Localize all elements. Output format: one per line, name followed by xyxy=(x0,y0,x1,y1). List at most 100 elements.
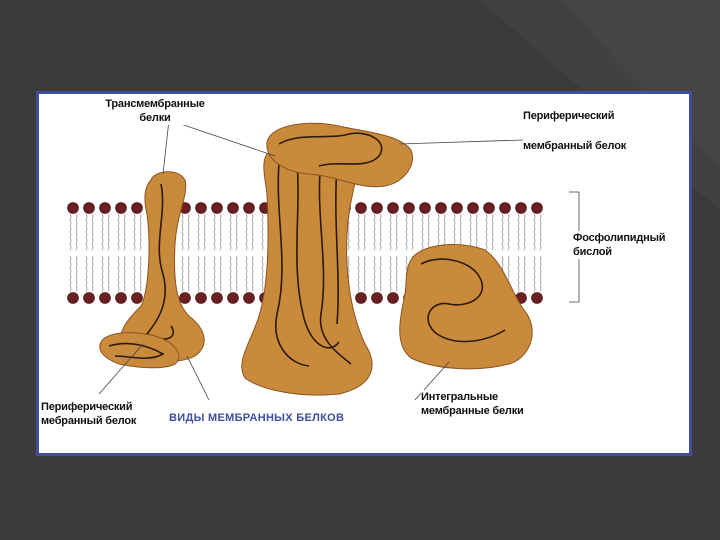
lipid-tail xyxy=(213,255,216,293)
lipid-tail xyxy=(229,213,232,251)
label-line: Фосфолипидный xyxy=(573,232,666,244)
lipid-tail xyxy=(485,213,488,251)
lipid-tail xyxy=(69,213,72,251)
lipid-head xyxy=(483,202,495,214)
lipid-tail xyxy=(363,213,366,251)
lipid-head xyxy=(83,202,95,214)
lipid-head xyxy=(435,202,447,214)
lipid-head xyxy=(387,202,399,214)
lipid-head xyxy=(99,292,111,304)
lipid-tail xyxy=(395,213,398,251)
lipid-tail xyxy=(197,255,200,293)
label-line: мембранный белок xyxy=(523,140,627,152)
label-line: Трансмембранные xyxy=(105,98,205,110)
lipid-tail xyxy=(117,213,120,251)
label-phospholipid-bilayer: Фосфолипидный бислой xyxy=(573,231,666,259)
label-peripheral-protein-top: Периферический мембранный белок xyxy=(523,109,626,153)
lipid-head xyxy=(419,202,431,214)
lipid-tail xyxy=(373,213,376,251)
diagram-panel: Трансмембранные белки Периферический мем… xyxy=(36,91,692,456)
lipid-tail xyxy=(389,213,392,251)
lipid-tail xyxy=(123,213,126,251)
peripheral-protein-bottom xyxy=(99,332,180,369)
lipid-tail xyxy=(501,213,504,251)
lipid-head xyxy=(195,292,207,304)
lipid-tail xyxy=(235,255,238,293)
lipid-tail xyxy=(491,213,494,251)
lipid-tail xyxy=(101,255,104,293)
lipid-tail xyxy=(197,213,200,251)
lipid-head xyxy=(371,202,383,214)
lipid-tail xyxy=(437,213,440,251)
lipid-tail xyxy=(235,213,238,251)
lipid-head xyxy=(467,202,479,214)
label-line: Периферический xyxy=(41,401,133,413)
lipid-tail xyxy=(123,255,126,293)
lipid-tail xyxy=(363,255,366,293)
lipid-tail xyxy=(389,255,392,293)
label-line: бислой xyxy=(573,246,612,258)
membrane-diagram xyxy=(67,119,580,401)
lipid-tail xyxy=(357,213,360,251)
transmembrane-protein-rod xyxy=(120,171,205,362)
lipid-tail xyxy=(517,213,520,251)
lipid-head xyxy=(227,292,239,304)
lipid-tail xyxy=(107,255,110,293)
lipid-tail xyxy=(443,213,446,251)
lipid-tail xyxy=(229,255,232,293)
lipid-tail xyxy=(117,255,120,293)
lipid-tail xyxy=(219,213,222,251)
lipid-tail xyxy=(379,213,382,251)
lipid-head xyxy=(371,292,383,304)
protein-chain-top xyxy=(278,132,383,167)
lipid-tail xyxy=(261,255,264,293)
lipid-head xyxy=(355,202,367,214)
label-line: мембранные белки xyxy=(421,405,524,417)
lipid-tail xyxy=(213,213,216,251)
lipid-tail xyxy=(405,213,408,251)
lipid-tail xyxy=(523,213,526,251)
transmembrane-protein-large xyxy=(241,148,373,396)
lipid-tail xyxy=(219,255,222,293)
lipid-tail xyxy=(187,255,190,293)
lipid-head xyxy=(451,202,463,214)
lipid-tail xyxy=(373,255,376,293)
lipid-head xyxy=(131,292,143,304)
lipid-tail xyxy=(181,213,184,251)
lipid-head xyxy=(227,202,239,214)
lipid-head xyxy=(83,292,95,304)
protein-chain-integral xyxy=(420,258,506,343)
integral-protein xyxy=(399,244,533,370)
lipid-head xyxy=(115,292,127,304)
lipid-tail xyxy=(533,255,536,293)
diagram-title: ВИДЫ МЕМБРАННЫХ БЕЛКОВ xyxy=(169,412,345,424)
lipid-tail xyxy=(395,255,398,293)
lipid-tail xyxy=(523,255,526,293)
label-line: мебранный белок xyxy=(41,415,137,427)
lipid-head xyxy=(355,292,367,304)
protein-chain-large xyxy=(275,159,352,367)
lipid-head xyxy=(531,292,543,304)
label-line: Интегральные xyxy=(421,391,498,403)
label-transmembrane-proteins: Трансмембранные белки xyxy=(75,97,235,125)
label-line: белки xyxy=(139,112,171,124)
label-integral-proteins: Интегральные мембранные белки xyxy=(421,390,524,418)
lipid-head xyxy=(67,202,79,214)
lipid-head xyxy=(515,202,527,214)
lipid-tail xyxy=(91,255,94,293)
lipid-tail xyxy=(533,213,536,251)
lipid-tail xyxy=(251,255,254,293)
lipid-head xyxy=(115,202,127,214)
lipid-tail xyxy=(245,213,248,251)
lipid-tail xyxy=(101,213,104,251)
leader-lines xyxy=(98,119,580,401)
lipid-tail xyxy=(251,213,254,251)
lipid-tail xyxy=(427,213,430,251)
lipid-tail xyxy=(507,213,510,251)
lipid-tail xyxy=(469,213,472,251)
label-peripheral-protein-bottom: Периферический мебранный белок xyxy=(41,400,136,428)
lipid-tail xyxy=(475,213,478,251)
lipid-tail xyxy=(421,213,424,251)
lipid-head xyxy=(499,202,511,214)
lipid-head xyxy=(243,202,255,214)
